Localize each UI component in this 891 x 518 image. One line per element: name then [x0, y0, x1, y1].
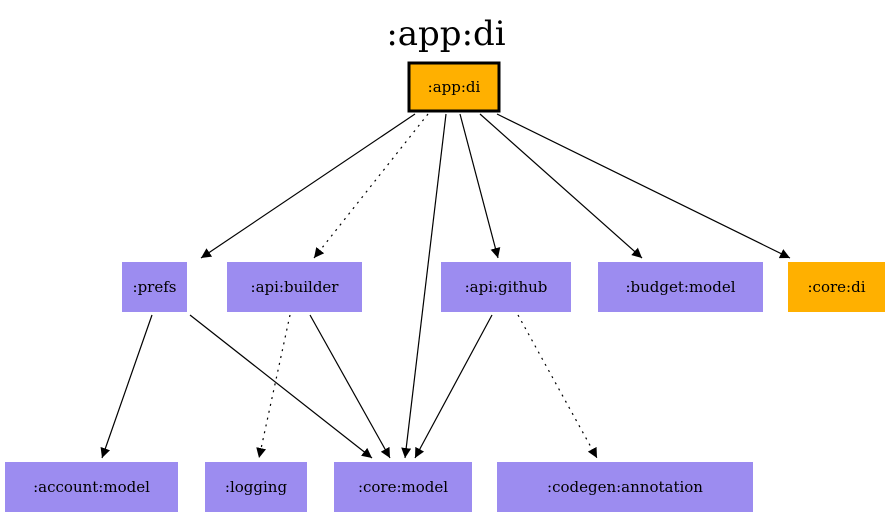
node-label: :core:di — [808, 278, 866, 296]
edge-app-di-to-api-github — [459, 113, 501, 259]
node-box — [441, 262, 571, 312]
nodes-layer: :app:di :prefs :api:builder :api:github :bud… — [5, 61, 885, 512]
node-box — [122, 262, 187, 312]
node-budget-model: :budget:model — [598, 262, 763, 312]
node-core-model: :core:model — [334, 462, 472, 512]
edge-app-di-to-core-di — [496, 113, 791, 259]
node-api-github: :api:github — [441, 262, 571, 312]
node-box — [788, 262, 885, 312]
node-box — [334, 462, 472, 512]
node-label: :budget:model — [625, 278, 735, 296]
edge-api-github-to-codegen-annotation — [517, 314, 598, 459]
node-label: :logging — [225, 478, 288, 496]
edge-prefs-to-account-model — [100, 314, 153, 459]
node-box — [497, 462, 753, 512]
edges-layer — [100, 113, 791, 459]
node-label: :prefs — [133, 278, 177, 296]
node-label: :app:di — [428, 78, 481, 96]
node-prefs: :prefs — [122, 262, 187, 312]
node-account-model: :account:model — [5, 462, 178, 512]
node-label: :api:builder — [251, 278, 340, 296]
node-api-builder: :api:builder — [227, 262, 362, 312]
edge-app-di-to-core-model — [401, 113, 447, 459]
node-label: :api:github — [465, 278, 548, 296]
node-logging: :logging — [205, 462, 307, 512]
edge-prefs-to-core-model — [189, 314, 373, 459]
graph-title: :app:di — [386, 14, 505, 54]
edge-api-builder-to-core-model — [309, 314, 391, 459]
node-label: :codegen:annotation — [547, 478, 703, 496]
node-box — [5, 462, 178, 512]
edge-app-di-to-api-builder — [313, 113, 429, 259]
node-app-di: :app:di — [407, 61, 501, 113]
node-codegen-annotation: :codegen:annotation — [497, 462, 753, 512]
edge-api-builder-to-logging — [256, 314, 291, 459]
node-label: :core:model — [358, 478, 448, 496]
edge-api-github-to-core-model — [414, 314, 493, 459]
node-box — [598, 262, 763, 312]
edge-app-di-to-budget-model — [479, 113, 643, 259]
node-core-di: :core:di — [788, 262, 885, 312]
edge-app-di-to-prefs — [200, 113, 416, 259]
node-box — [205, 462, 307, 512]
node-box — [227, 262, 362, 312]
node-box — [407, 61, 501, 113]
node-label: :account:model — [33, 478, 150, 496]
